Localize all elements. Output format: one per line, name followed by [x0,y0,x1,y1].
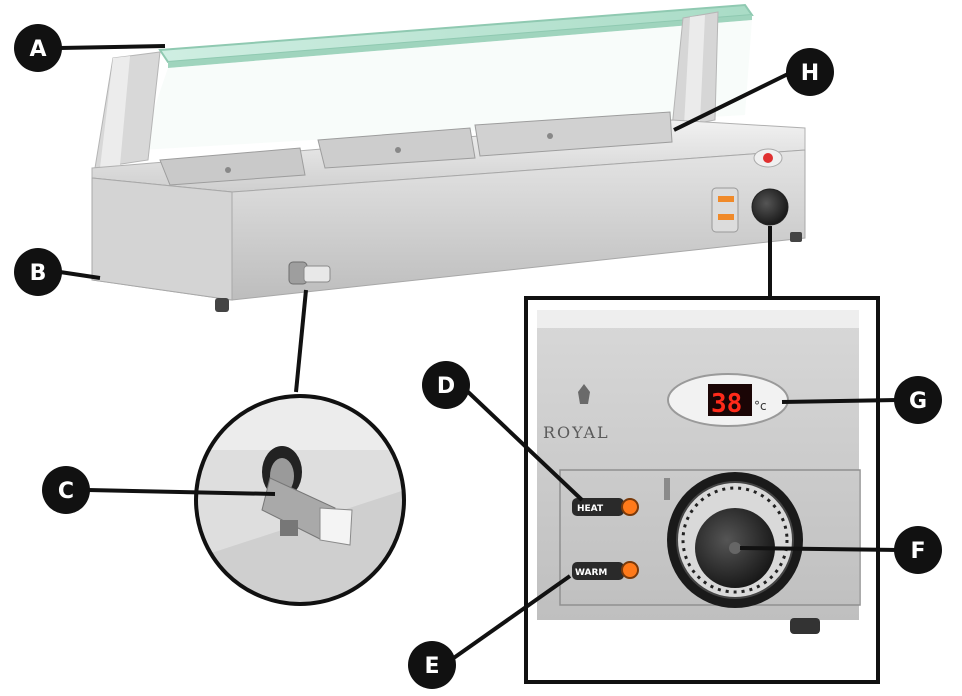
bain-marie-unit [91,3,806,312]
thermostat-knob[interactable] [664,472,803,608]
warm-indicator: WARM [572,561,639,580]
svg-text:D: D [437,374,455,399]
warm-lamp [621,561,639,579]
callout-g: G [894,376,942,424]
callout-h: H [786,48,834,96]
display-unit: °c [754,399,767,413]
heat-label: HEAT [577,504,604,514]
heat-indicator: HEAT [572,498,639,516]
brand-logo: ROYAL [543,384,610,442]
display-value: 38 [711,389,742,419]
callout-leaders [59,44,899,664]
temperature-display: 38 °c [667,373,789,427]
foot [215,298,229,312]
callout-f: F [894,526,942,574]
drain-tap[interactable] [288,261,331,285]
callout-d: D [422,361,470,409]
heat-lamp [621,498,639,516]
callout-b: B [14,248,62,296]
svg-text:B: B [30,261,47,286]
control-area-small [711,148,789,233]
callout-c: C [42,466,90,514]
right-glass-support [671,11,719,129]
svg-text:G: G [909,389,927,414]
svg-text:F: F [910,539,925,564]
svg-text:H: H [801,61,819,86]
thermostat-knob-small[interactable] [751,188,789,226]
drain-tap-zoom [194,289,406,606]
brand-name: ROYAL [543,423,610,442]
callout-e: E [408,641,456,689]
control-panel-zoom: ROYAL 38 °c HEAT WARM [524,226,880,684]
svg-text:A: A [29,37,46,62]
warm-label: WARM [575,568,607,578]
svg-text:C: C [58,479,74,504]
leader-line-tap [294,289,308,393]
svg-text:E: E [424,654,439,679]
left-glass-support [94,51,161,169]
callout-a: A [14,24,62,72]
gastronorm-pans [159,111,673,186]
foot [790,232,802,242]
